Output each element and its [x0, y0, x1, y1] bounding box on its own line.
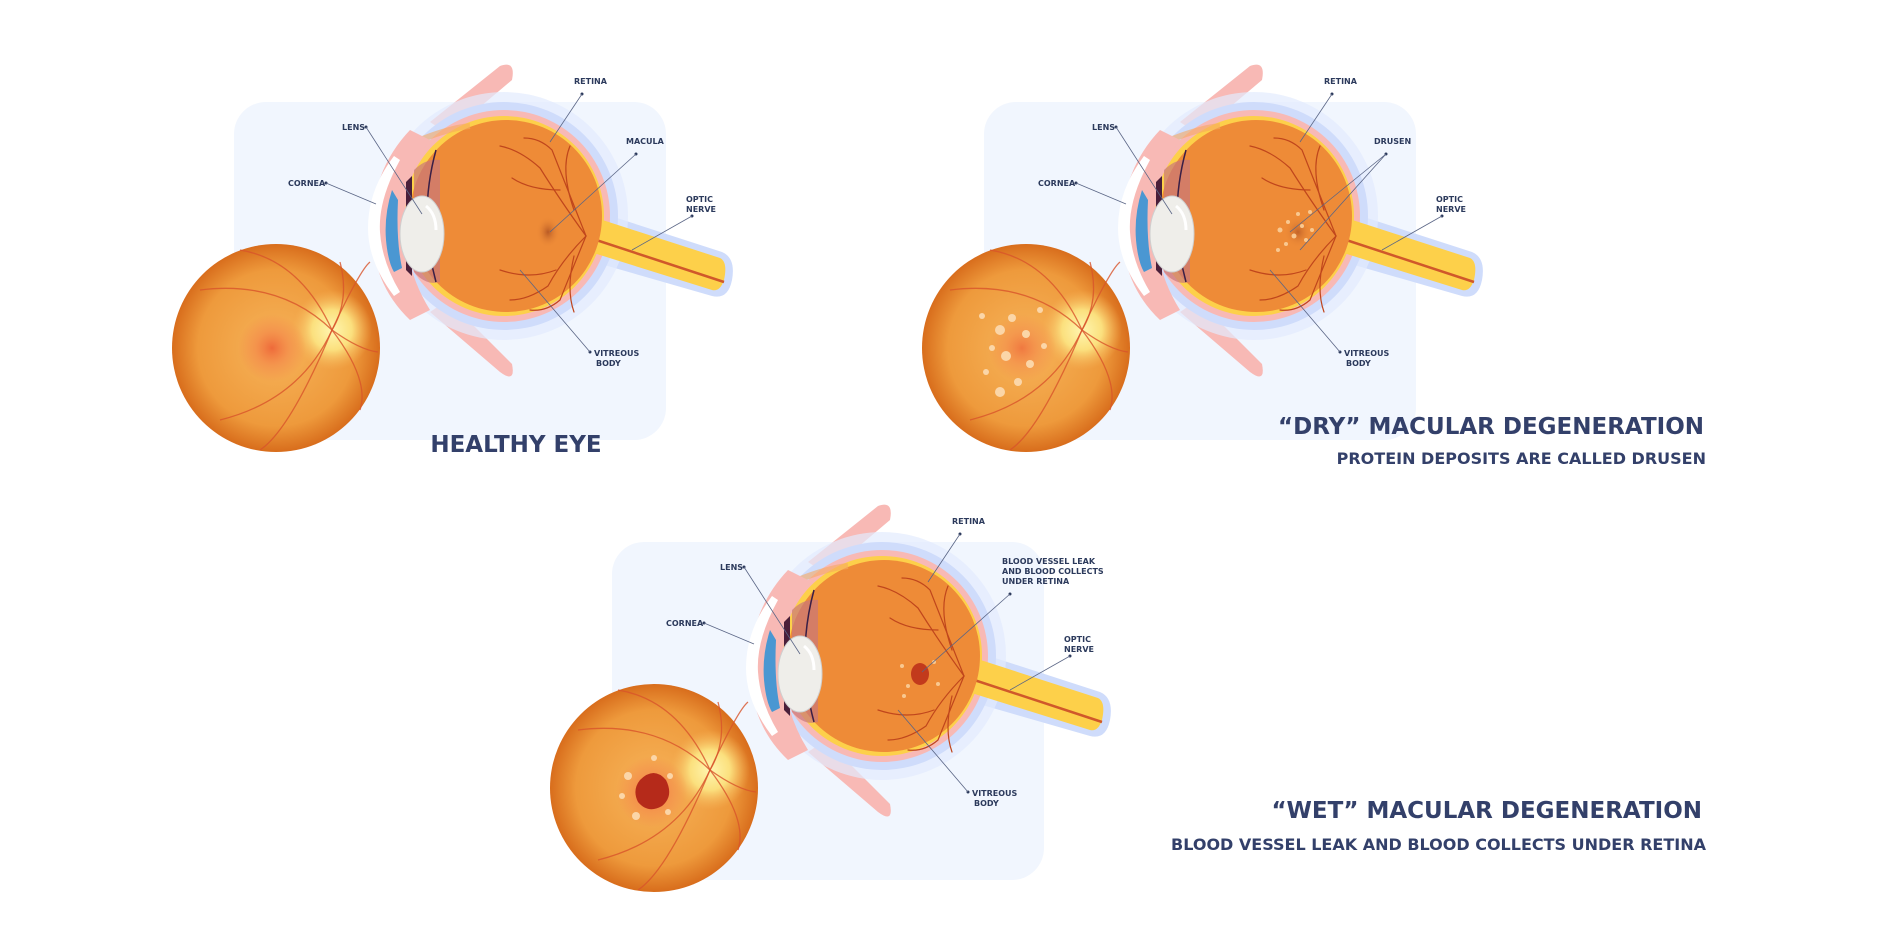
label-retina: RETINA — [574, 77, 608, 86]
labels: LENS CORNEA RETINA BLOOD VESSEL LEAK AND… — [666, 517, 1104, 808]
panel-title: HEALTHY EYE — [430, 432, 601, 458]
label-vitreous: VITREOUS — [594, 349, 640, 358]
label-blood-leak-1: BLOOD VESSEL LEAK — [1002, 557, 1096, 566]
label-optic: OPTIC — [1436, 195, 1463, 204]
label-lens: LENS — [342, 123, 365, 132]
macula-spot — [536, 216, 560, 248]
label-nerve: NERVE — [686, 205, 716, 214]
wet-amd-subtitle: BLOOD VESSEL LEAK AND BLOOD COLLECTS UND… — [1171, 835, 1707, 854]
label-lens: LENS — [1092, 123, 1115, 132]
label-vitreous: VITREOUS — [972, 789, 1018, 798]
label-lens: LENS — [720, 563, 743, 572]
blood-leak — [911, 663, 929, 685]
drusen-deposits — [1276, 210, 1314, 252]
label-retina: RETINA — [952, 517, 986, 526]
labels: LENS CORNEA RETINA DRUSEN OPTIC NERVE VI… — [1038, 77, 1466, 368]
fundus-macula — [238, 314, 306, 382]
label-optic: OPTIC — [686, 195, 713, 204]
label-body: BODY — [1346, 359, 1371, 368]
panel-wet-amd: LENS CORNEA RETINA BLOOD VESSEL LEAK AND… — [550, 505, 1111, 892]
fundus-drusen — [979, 307, 1047, 397]
label-cornea: CORNEA — [1038, 179, 1076, 188]
dry-amd-subtitle: PROTEIN DEPOSITS ARE CALLED DRUSEN — [1337, 449, 1706, 468]
eye-cross-section — [922, 65, 1483, 452]
label-macula: MACULA — [626, 137, 665, 146]
label-nerve: NERVE — [1436, 205, 1466, 214]
label-nerve: NERVE — [1064, 645, 1094, 654]
dry-amd-title: “DRY” MACULAR DEGENERATION — [1278, 414, 1704, 440]
label-body: BODY — [596, 359, 621, 368]
eye-cross-section — [172, 65, 733, 452]
label-blood-leak-3: UNDER RETINA — [1002, 577, 1070, 586]
label-drusen: DRUSEN — [1374, 137, 1411, 146]
panel-healthy-eye: LENS CORNEA RETINA MACULA OPTIC NERVE VI… — [172, 65, 733, 458]
panel-dry-amd: LENS CORNEA RETINA DRUSEN OPTIC NERVE VI… — [922, 65, 1483, 452]
labels: LENS CORNEA RETINA MACULA OPTIC NERVE VI… — [288, 77, 716, 368]
label-blood-leak-2: AND BLOOD COLLECTS — [1002, 567, 1104, 576]
wet-amd-title: “WET” MACULAR DEGENERATION — [1271, 798, 1702, 824]
label-body: BODY — [974, 799, 999, 808]
label-optic: OPTIC — [1064, 635, 1091, 644]
fundus-blood — [635, 773, 670, 810]
label-cornea: CORNEA — [666, 619, 704, 628]
label-retina: RETINA — [1324, 77, 1358, 86]
label-cornea: CORNEA — [288, 179, 326, 188]
label-vitreous: VITREOUS — [1344, 349, 1390, 358]
